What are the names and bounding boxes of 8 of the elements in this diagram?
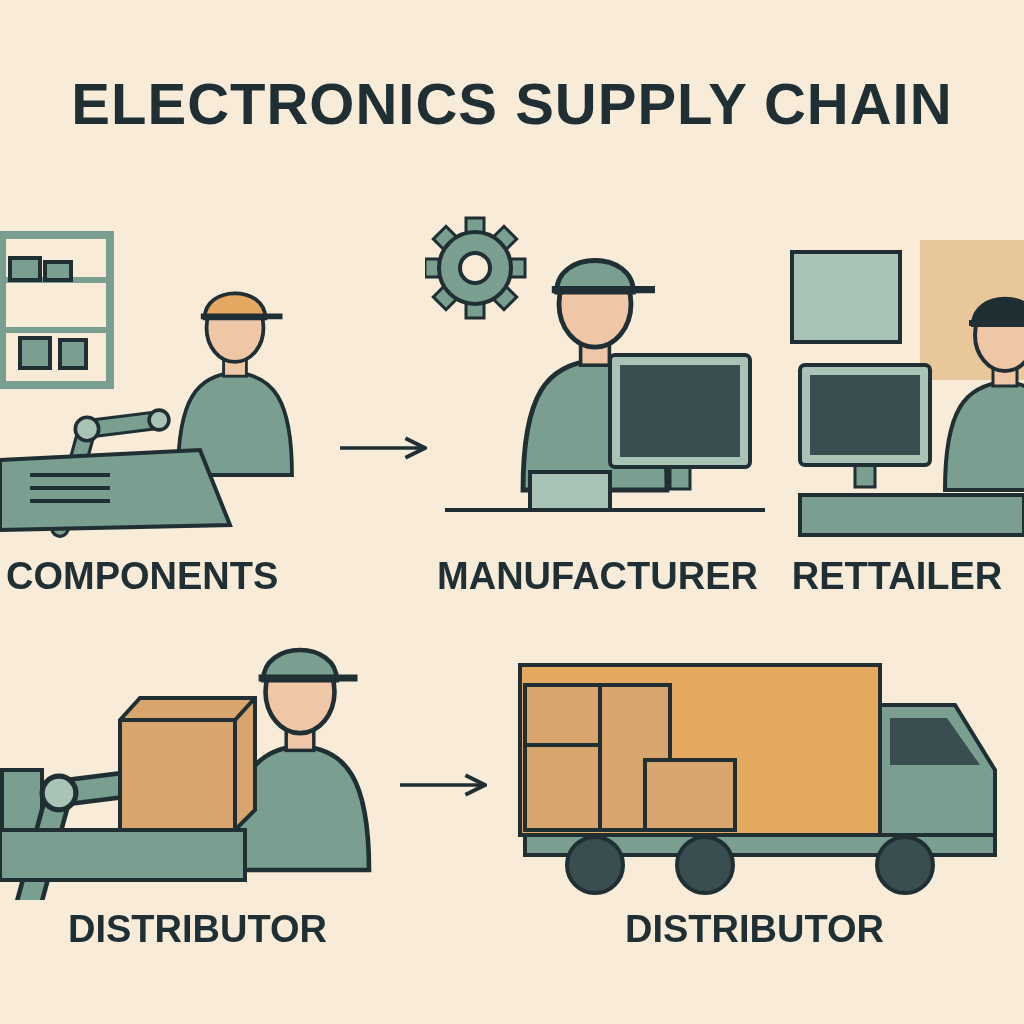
stage-label: DISTRIBUTOR [624, 908, 885, 951]
arrow [340, 436, 427, 460]
stage-label: MANUFACTURER [436, 555, 759, 598]
stage-label: RETTAILER [790, 555, 1004, 598]
stage-label: COMPONENTS [5, 555, 280, 598]
title: ELECTRONICS SUPPLY CHAIN [70, 70, 954, 137]
arrow [400, 773, 487, 797]
stage-label: DISTRIBUTOR [67, 908, 328, 951]
